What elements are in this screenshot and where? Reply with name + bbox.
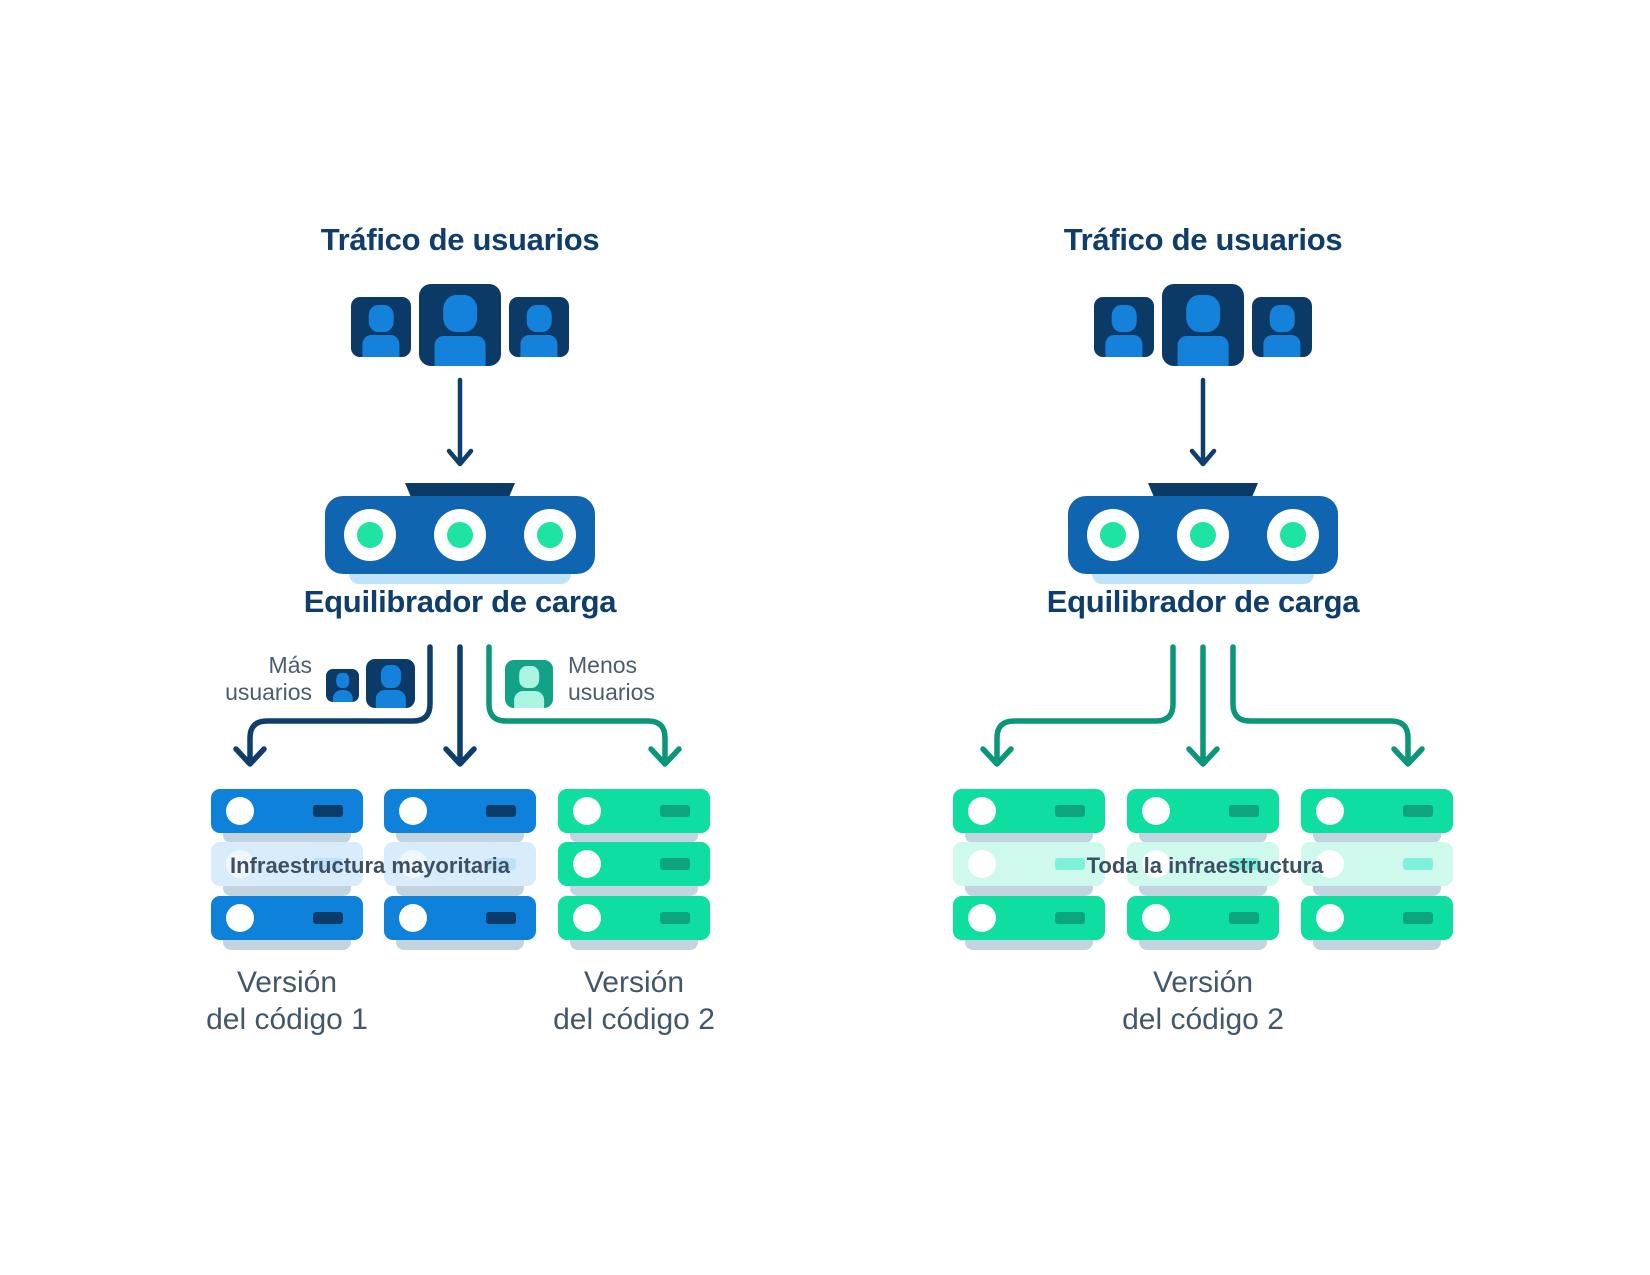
user-icon	[351, 297, 411, 357]
balancer-light	[524, 509, 576, 561]
user-torso-shape	[362, 335, 400, 357]
user-torso-shape	[434, 336, 486, 366]
balancer-light	[434, 509, 486, 561]
user-torso-shape	[332, 690, 353, 702]
balancer-shadow	[349, 574, 571, 584]
less-users-line1: Menos	[568, 652, 638, 678]
server-icon-green	[1301, 789, 1453, 833]
version-1-line2: del código 1	[206, 1003, 368, 1036]
user-icon	[326, 669, 359, 702]
version-2-label: Versión del código 2	[514, 964, 754, 1038]
server-icon-green	[1127, 896, 1279, 940]
server-icon-green-faded	[1127, 842, 1279, 886]
server-icon-green	[953, 896, 1105, 940]
load-balancer-top-plate	[405, 483, 515, 496]
version-2-line2: del código 2	[553, 1003, 715, 1036]
server-icon-green-faded	[1301, 842, 1453, 886]
user-torso-shape	[520, 335, 558, 357]
server-icon-blue	[211, 896, 363, 940]
user-icon	[366, 659, 415, 708]
user-head-shape	[368, 304, 394, 333]
user-head-shape	[443, 294, 477, 333]
arrow-users-to-balancer-left	[446, 377, 474, 467]
user-head-shape	[1186, 294, 1220, 333]
user-icon	[1094, 297, 1154, 357]
user-icon	[509, 297, 569, 357]
balancer-light	[1087, 509, 1139, 561]
user-icon-teal	[505, 660, 553, 708]
more-users-line2: usuarios	[225, 679, 312, 705]
user-head-shape	[380, 665, 401, 688]
left-user-traffic-title: Tráfico de usuarios	[320, 222, 600, 257]
server-icon-blue-faded	[211, 842, 363, 886]
user-torso-shape	[375, 690, 406, 708]
less-users-line2: usuarios	[568, 679, 655, 705]
arrow-right-branch-1	[980, 644, 1176, 767]
balancer-light	[344, 509, 396, 561]
arrow-middle-branch	[443, 644, 477, 767]
load-balancer-icon	[325, 496, 595, 574]
right-version-2-line1: Versión	[1152, 966, 1254, 999]
user-head-shape	[1269, 304, 1295, 333]
more-users-label: Más usuarios	[182, 652, 312, 706]
right-infrastructure-label: Toda la infraestructura	[1086, 853, 1324, 878]
server-icon-green	[558, 896, 710, 940]
server-icon-blue	[384, 896, 536, 940]
user-torso-shape	[1105, 335, 1143, 357]
right-version-2-line2: del código 2	[1122, 1003, 1284, 1036]
balancer-shadow	[1092, 574, 1314, 584]
arrow-users-to-balancer-right	[1189, 377, 1217, 467]
server-icon-green	[1127, 789, 1279, 833]
user-icon	[1162, 284, 1244, 366]
left-load-balancer-label: Equilibrador de carga	[303, 584, 617, 619]
version-2-line1: Versión	[583, 966, 685, 999]
load-balancer-icon	[1068, 496, 1338, 574]
version-1-line1: Versión	[236, 966, 338, 999]
user-icon	[419, 284, 501, 366]
server-icon-blue	[384, 789, 536, 833]
balancer-light	[1177, 509, 1229, 561]
user-head-shape	[526, 304, 552, 333]
left-infrastructure-label: Infraestructura mayoritaria	[230, 853, 510, 878]
right-load-balancer-label: Equilibrador de carga	[1046, 584, 1360, 619]
arrow-right-branch-2	[1186, 644, 1220, 767]
right-version-2-label: Versión del código 2	[1083, 964, 1323, 1038]
version-1-label: Versión del código 1	[167, 964, 407, 1038]
server-icon-green	[558, 789, 710, 833]
user-torso-shape	[1263, 335, 1301, 357]
user-head-shape	[335, 673, 350, 689]
user-torso-shape	[1177, 336, 1229, 366]
right-user-traffic-title: Tráfico de usuarios	[1063, 222, 1343, 257]
user-torso-shape	[514, 690, 544, 708]
server-icon-green	[953, 789, 1105, 833]
server-icon-green	[1301, 896, 1453, 940]
server-icon-blue	[211, 789, 363, 833]
user-icon	[1252, 297, 1312, 357]
server-icon-blue-faded	[384, 842, 536, 886]
balancer-light	[1267, 509, 1319, 561]
load-balancer-top-plate	[1148, 483, 1258, 496]
less-users-label: Menos usuarios	[568, 652, 708, 706]
user-head-shape	[519, 666, 539, 689]
more-users-line1: Más	[268, 652, 312, 678]
server-icon-green	[558, 842, 710, 886]
arrow-right-branch-3	[1230, 644, 1425, 767]
user-head-shape	[1111, 304, 1137, 333]
server-icon-green-faded	[953, 842, 1105, 886]
